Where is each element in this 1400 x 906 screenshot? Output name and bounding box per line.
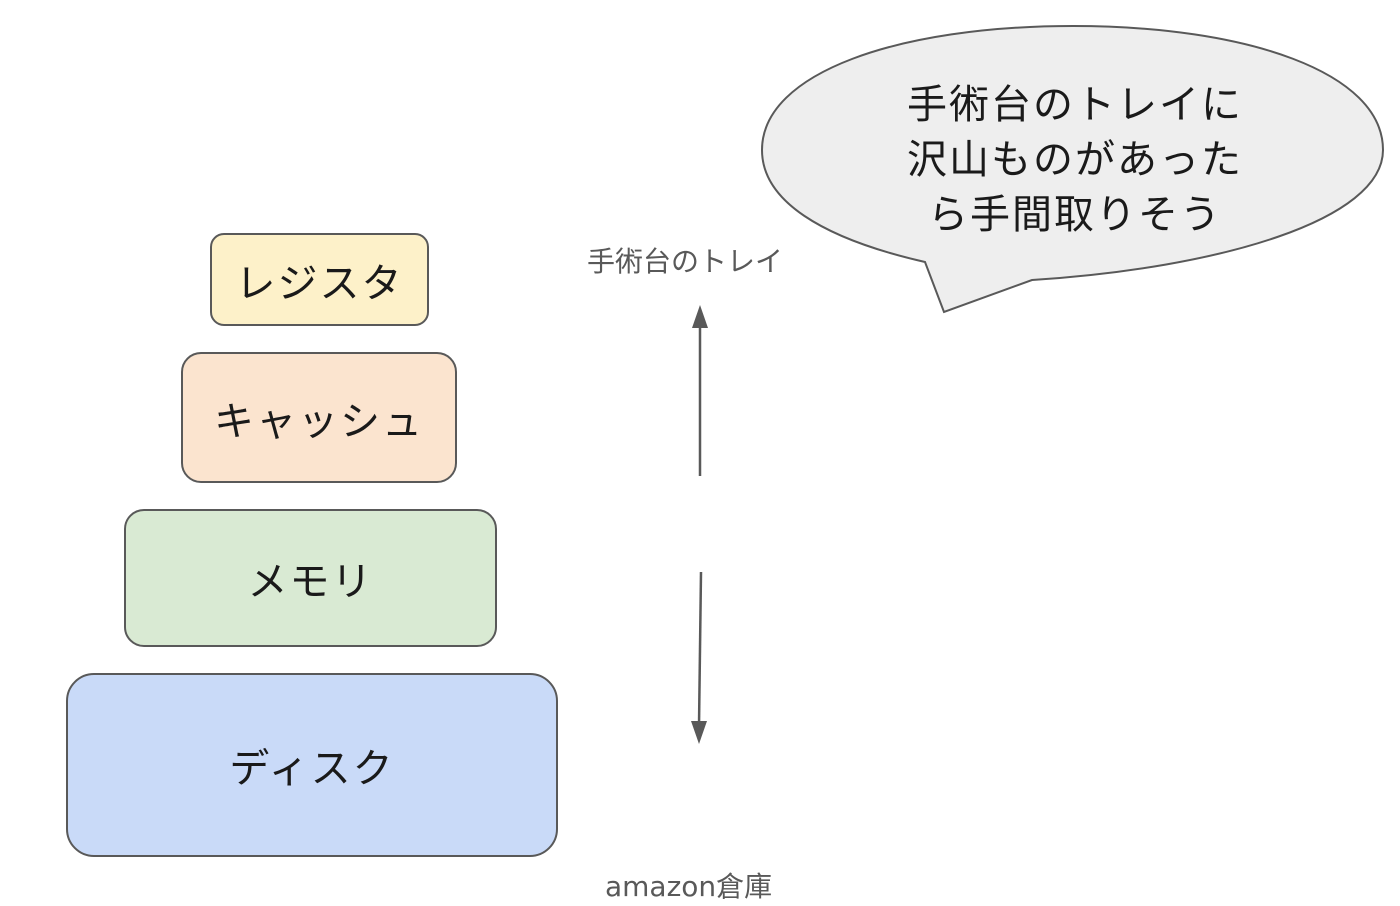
- down-arrow-head: [691, 721, 707, 744]
- bottom-axis-label: amazon倉庫: [605, 870, 773, 903]
- memory-tier: メモリ: [124, 509, 497, 647]
- speech-bubble-line: 手術台のトレイに: [907, 82, 1243, 128]
- up-arrow-head: [692, 305, 708, 328]
- speech-bubble-text: 手術台のトレイに 沢山ものがあった ら手間取りそう: [870, 78, 1280, 243]
- register-tier: レジスタ: [210, 233, 429, 326]
- speech-bubble-line: 沢山ものがあった: [907, 137, 1243, 183]
- disk-tier: ディスク: [66, 673, 558, 857]
- speech-bubble-line: ら手間取りそう: [928, 192, 1222, 238]
- down-arrow-line: [697, 571, 703, 727]
- cache-tier: キャッシュ: [181, 352, 457, 483]
- top-axis-label: 手術台のトレイ: [587, 245, 784, 278]
